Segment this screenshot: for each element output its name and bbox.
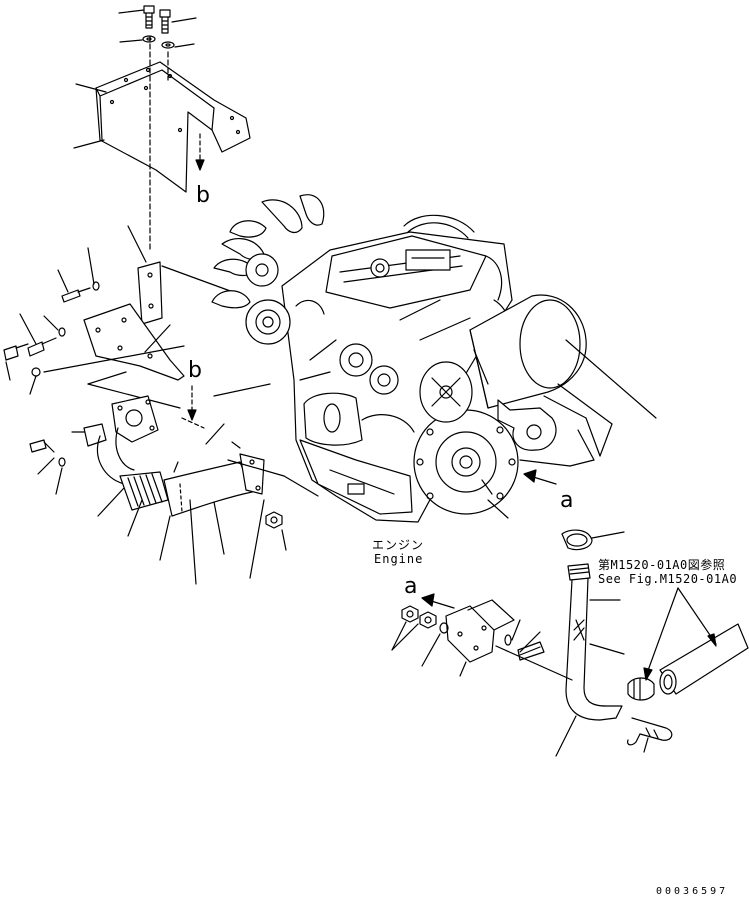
bracket-bolts-icon [3,247,100,395]
reference-label-en: See Fig.M1520-01A0 [598,572,738,586]
exhaust-pipe-icon [163,453,265,517]
exhaust-flange-icon [71,395,159,447]
engine-label-jp: エンジン [372,538,425,552]
leader-line [487,499,509,519]
tailpipe-bracket-icon [445,599,515,677]
reference-label-jp: 第M1520-01A0図参照 [598,558,726,572]
arrow-a-left-label: a [404,574,418,599]
arrow-a-right-label: a [560,488,574,513]
arrow-a-left-icon [421,593,455,609]
leader-line [481,479,493,495]
document-number: 00036597 [656,886,729,897]
arrow-b-top-label: b [196,183,210,208]
mounting-plate-icon [83,303,185,381]
cooling-fan-icon [211,194,325,309]
exhaust-elbow-pipe-icon [96,427,135,485]
bracket-nuts-icon [391,605,449,667]
flange-bolts-icon [29,439,66,467]
u-bolt-icon [627,717,673,753]
arrow-b-top-icon [195,133,205,171]
engine-body-icon [245,214,519,523]
arrow-a-right-icon [523,469,557,485]
heat-shield-icon [73,35,251,251]
top-washers-icon [119,35,195,49]
tail-pipe-icon [555,563,625,757]
engine-label-en: Engine [374,552,424,566]
pipe-clamp-icon [561,529,625,551]
arrow-b-mid-icon [187,385,197,421]
reference-pipe-icon [627,587,749,701]
pipe-nut-icon [265,511,283,529]
top-bolts-icon [118,5,197,34]
muffler-icon [469,294,657,467]
arrow-b-mid-label: b [188,358,202,383]
vertical-bracket-icon [127,225,163,325]
flex-bellows-icon [119,471,169,511]
bracket-bolt-icon [495,619,573,681]
